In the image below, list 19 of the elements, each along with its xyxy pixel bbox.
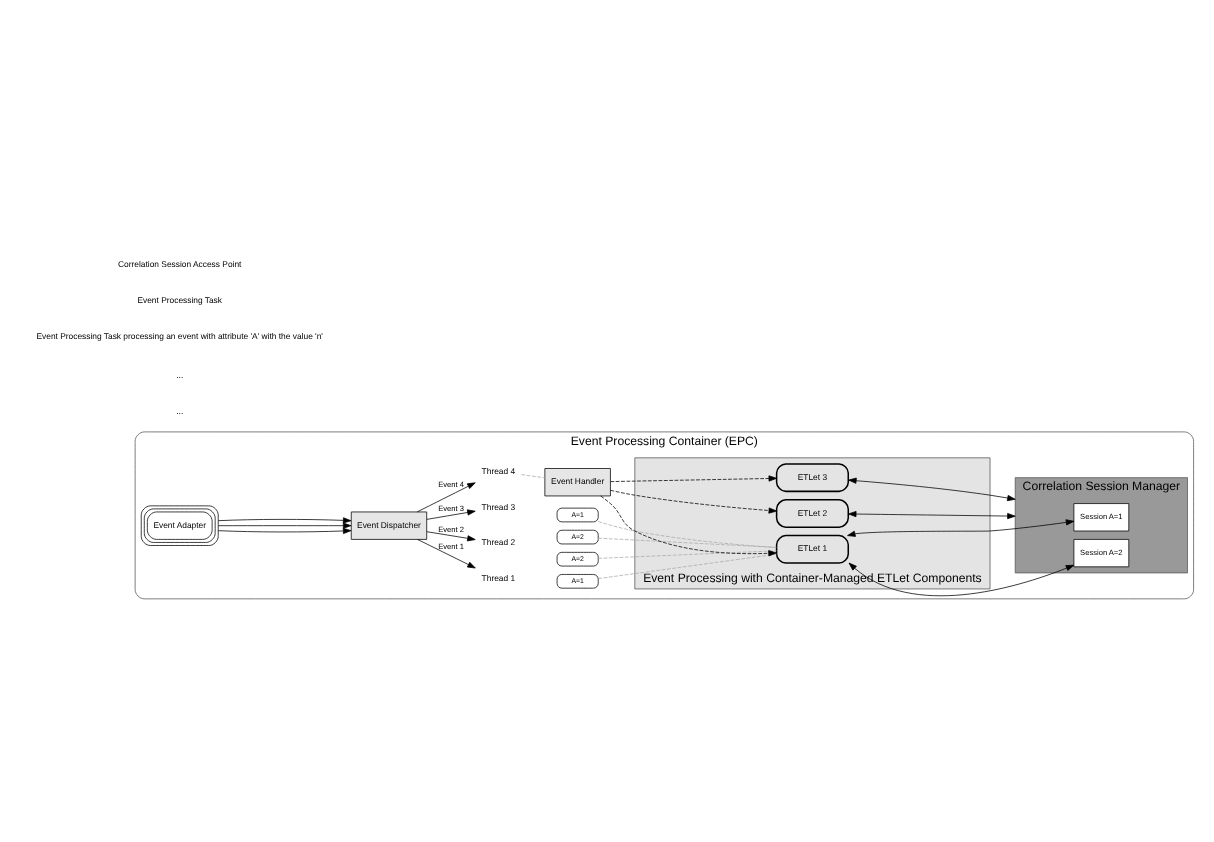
arrow (848, 561, 1075, 596)
arrow (610, 488, 777, 513)
connector (597, 549, 777, 558)
arrow (848, 476, 1016, 501)
arrow (610, 474, 777, 481)
arrow (600, 494, 777, 556)
connector (521, 473, 546, 478)
connector (597, 552, 777, 578)
arrow (848, 510, 1016, 519)
arrow (217, 521, 352, 528)
arrow (417, 538, 476, 568)
arrow (217, 526, 352, 533)
connector (597, 536, 777, 547)
arrow (426, 530, 476, 541)
connector (597, 520, 777, 547)
arrow (217, 516, 352, 523)
arrow (416, 481, 476, 512)
arrow (426, 508, 476, 519)
arrow (847, 518, 1075, 536)
